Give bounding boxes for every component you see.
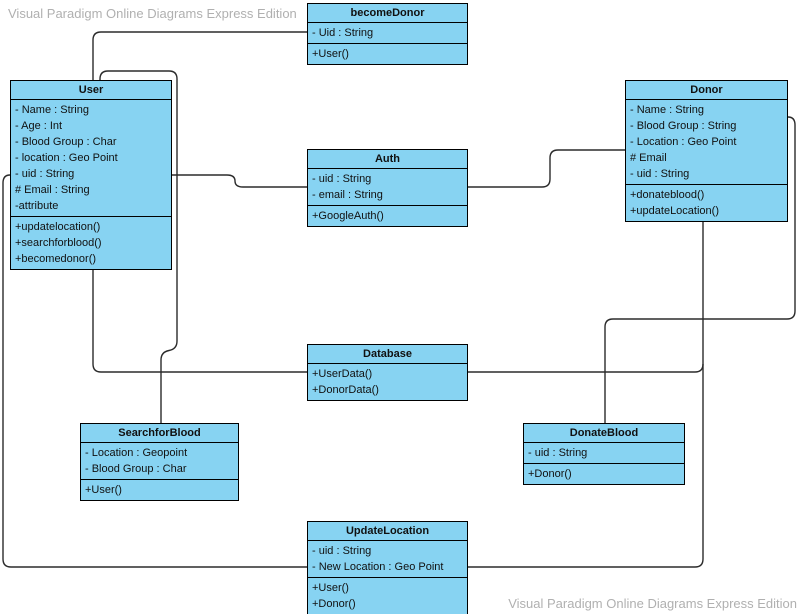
connector-becomedonor-user[interactable] <box>92 31 307 80</box>
class-user[interactable]: User - Name : String - Age : Int - Blood… <box>10 80 172 270</box>
class-auth[interactable]: Auth - uid : String - email : String +Go… <box>307 149 468 227</box>
class-attributes: - Location : Geopoint - Blood Group : Ch… <box>81 442 238 479</box>
attribute: - uid : String <box>528 447 588 459</box>
class-title: becomeDonor <box>350 7 425 19</box>
method: +updateLocation() <box>630 205 719 217</box>
class-updatelocation[interactable]: UpdateLocation - uid : String - New Loca… <box>307 521 468 614</box>
attribute: - email : String <box>312 189 383 201</box>
class-becomedonor[interactable]: becomeDonor - Uid : String +User() <box>307 3 468 65</box>
method: +Donor() <box>312 598 356 610</box>
class-title: Donor <box>690 84 723 96</box>
class-donateblood[interactable]: DonateBlood - uid : String +Donor() <box>523 423 685 485</box>
method: +donateblood() <box>630 189 705 201</box>
connector-auth-donor[interactable] <box>468 149 625 188</box>
attribute: - Blood Group : String <box>630 120 737 132</box>
attribute: - Blood Group : Char <box>15 136 117 148</box>
method: +Donor() <box>528 468 572 480</box>
connector-user-updatelocation[interactable] <box>2 174 307 568</box>
attribute: - Name : String <box>630 104 704 116</box>
attribute: # Email <box>630 152 667 164</box>
attribute: - uid : String <box>312 545 372 557</box>
class-database[interactable]: Database +UserData() +DonorData() <box>307 344 468 401</box>
connector-donor-donateblood[interactable] <box>604 116 796 423</box>
connector-user-searchforblood[interactable] <box>99 70 178 423</box>
attribute: - Location : Geopoint <box>85 447 188 459</box>
class-methods: +User() <box>81 479 238 500</box>
class-title: Auth <box>374 153 401 165</box>
class-title: UpdateLocation <box>345 525 430 537</box>
attribute: - Blood Group : Char <box>85 463 187 475</box>
connector-database-donor[interactable] <box>468 218 704 373</box>
attribute: - uid : String <box>630 168 690 180</box>
class-methods: +User() <box>308 43 467 64</box>
method: +UserData() <box>312 368 373 380</box>
class-methods: +GoogleAuth() <box>308 205 467 226</box>
attribute: - New Location : Geo Point <box>312 561 444 573</box>
method: +User() <box>312 582 349 594</box>
attribute: - Name : String <box>15 104 89 116</box>
class-methods: +updatelocation() +searchforblood() +bec… <box>11 216 171 269</box>
attribute: - uid : String <box>15 168 75 180</box>
connector-user-auth[interactable] <box>172 174 307 188</box>
class-methods: +User() +Donor() <box>308 577 467 614</box>
class-attributes: - uid : String - email : String <box>308 168 467 205</box>
class-methods: +Donor() <box>524 463 684 484</box>
method: +User() <box>85 484 122 496</box>
class-attributes: - Uid : String <box>308 22 467 43</box>
class-searchforblood[interactable]: SearchforBlood - Location : Geopoint - B… <box>80 423 239 501</box>
attribute: - Uid : String <box>312 27 374 39</box>
class-title: User <box>78 84 104 96</box>
attribute: # Email : String <box>15 184 90 196</box>
class-methods: +UserData() +DonorData() <box>308 363 467 400</box>
connector-user-database[interactable] <box>92 268 307 373</box>
method: +GoogleAuth() <box>312 210 384 222</box>
class-title: SearchforBlood <box>118 427 201 439</box>
method: +updatelocation() <box>15 221 101 233</box>
class-attributes: - uid : String - New Location : Geo Poin… <box>308 540 467 577</box>
class-attributes: - uid : String <box>524 442 684 463</box>
class-attributes: - Name : String - Age : Int - Blood Grou… <box>11 99 171 216</box>
class-donor[interactable]: Donor - Name : String - Blood Group : St… <box>625 80 788 222</box>
attribute: - uid : String <box>312 173 372 185</box>
attribute: - location : Geo Point <box>15 152 118 164</box>
class-attributes: - Name : String - Blood Group : String -… <box>626 99 787 184</box>
watermark-top: Visual Paradigm Online Diagrams Express … <box>8 6 297 21</box>
class-methods: +donateblood() +updateLocation() <box>626 184 787 221</box>
class-title: DonateBlood <box>569 427 639 439</box>
attribute: - Location : Geo Point <box>630 136 737 148</box>
attribute: -attribute <box>15 200 59 212</box>
class-title: Database <box>363 348 412 360</box>
method: +DonorData() <box>312 384 379 396</box>
method: +User() <box>312 48 349 60</box>
method: +searchforblood() <box>15 237 102 249</box>
connector-updatelocation-donor[interactable] <box>468 364 704 568</box>
method: +becomedonor() <box>15 253 97 265</box>
attribute: - Age : Int <box>15 120 63 132</box>
watermark-bottom: Visual Paradigm Online Diagrams Express … <box>508 596 797 611</box>
